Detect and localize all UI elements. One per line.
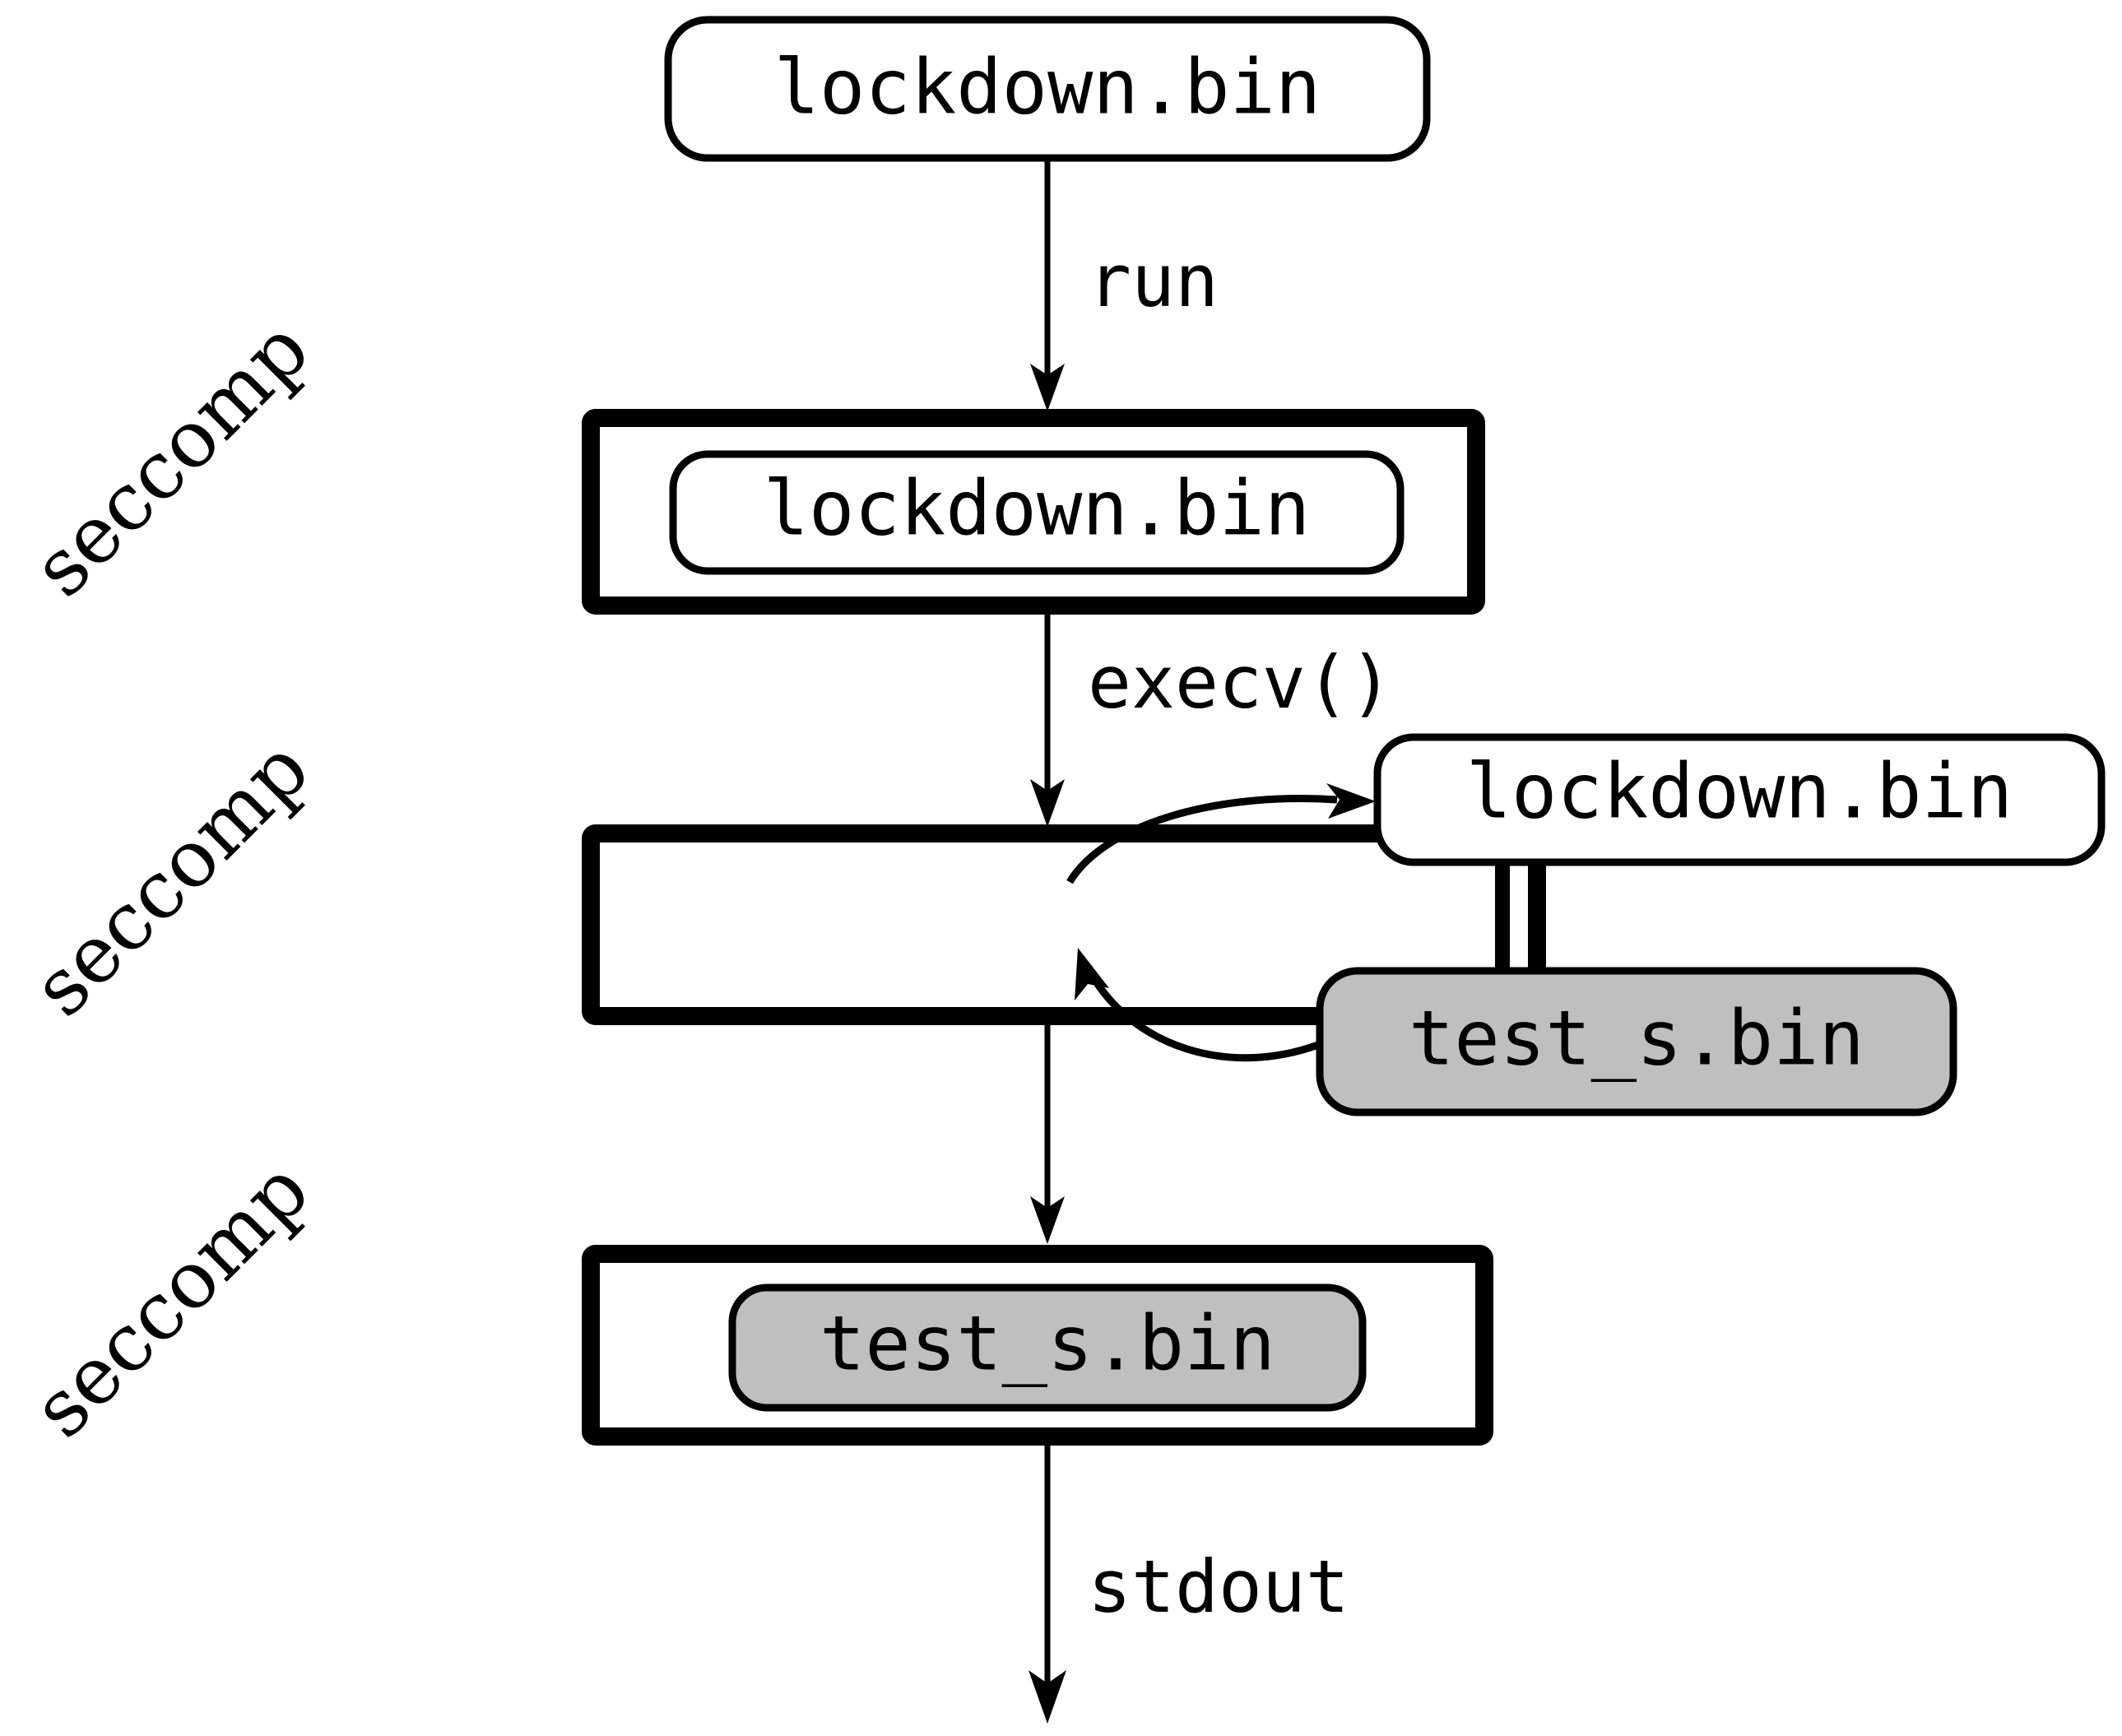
sandbox-1-seccomp-annotation: seccomp	[15, 303, 327, 615]
sandbox-2[interactable]	[582, 824, 1546, 1025]
node-top-lockdown[interactable]: lockdown.bin	[664, 16, 1431, 162]
sandbox-3-seccomp-annotation: seccomp	[15, 1144, 327, 1455]
edge-execv-label: execv()	[1088, 640, 1393, 725]
edge-run-arrowhead	[1030, 364, 1065, 411]
edge-execv-arrowhead	[1030, 779, 1065, 827]
node-detached-lockdown-label: lockdown.bin	[1466, 747, 2013, 835]
node-detached-test-s[interactable]: test_s.bin	[1316, 967, 1957, 1116]
sandbox-2-boundary	[582, 824, 1546, 1025]
node-detached-lockdown[interactable]: lockdown.bin	[1373, 733, 2106, 866]
node-sandbox1-lockdown-shape	[669, 450, 1405, 575]
sandbox-2-seccomp-label: seccomp	[15, 722, 327, 1034]
node-sandbox1-lockdown-label: lockdown.bin	[764, 464, 1311, 552]
edge-stdout-arrowhead	[1028, 1670, 1066, 1724]
edge-escape-to-lockdown	[1066, 783, 1376, 884]
node-sandbox3-test-s-label: test_s.bin	[820, 1299, 1275, 1387]
edge-return-from-test-s-curve	[1091, 977, 1320, 1062]
node-detached-test-s-shape	[1316, 967, 1957, 1116]
edge-escape-to-lockdown-curve	[1066, 795, 1338, 884]
sandbox-3-seccomp-label: seccomp	[15, 1144, 327, 1455]
edge-stdout-label: stdout	[1088, 1544, 1349, 1629]
node-top-lockdown-label: lockdown.bin	[774, 43, 1321, 131]
node-detached-lockdown-shape	[1373, 733, 2106, 866]
edge-sandbox2-to-sandbox3-arrowhead	[1030, 1196, 1065, 1244]
sandbox-1[interactable]: lockdown.bin	[582, 409, 1485, 615]
edge-escape-to-lockdown-arrowhead	[1326, 783, 1376, 819]
node-detached-test-s-label: test_s.bin	[1409, 994, 1864, 1082]
edge-sandbox2-to-sandbox3	[1030, 1016, 1065, 1244]
edge-execv: execv()	[1030, 606, 1393, 827]
edge-return-from-test-s-arrowhead	[1075, 948, 1109, 1000]
sandbox-1-seccomp-label: seccomp	[15, 303, 327, 615]
sandbox-2-seccomp-annotation: seccomp	[15, 722, 327, 1034]
edge-return-from-test-s	[1075, 948, 1320, 1062]
edge-run-label: run	[1088, 239, 1219, 323]
edge-stdout: stdout	[1028, 1437, 1349, 1724]
edge-run: run	[1030, 158, 1219, 411]
sandbox-3[interactable]: test_s.bin	[582, 1245, 1493, 1446]
node-sandbox3-test-s-shape	[728, 1283, 1367, 1412]
